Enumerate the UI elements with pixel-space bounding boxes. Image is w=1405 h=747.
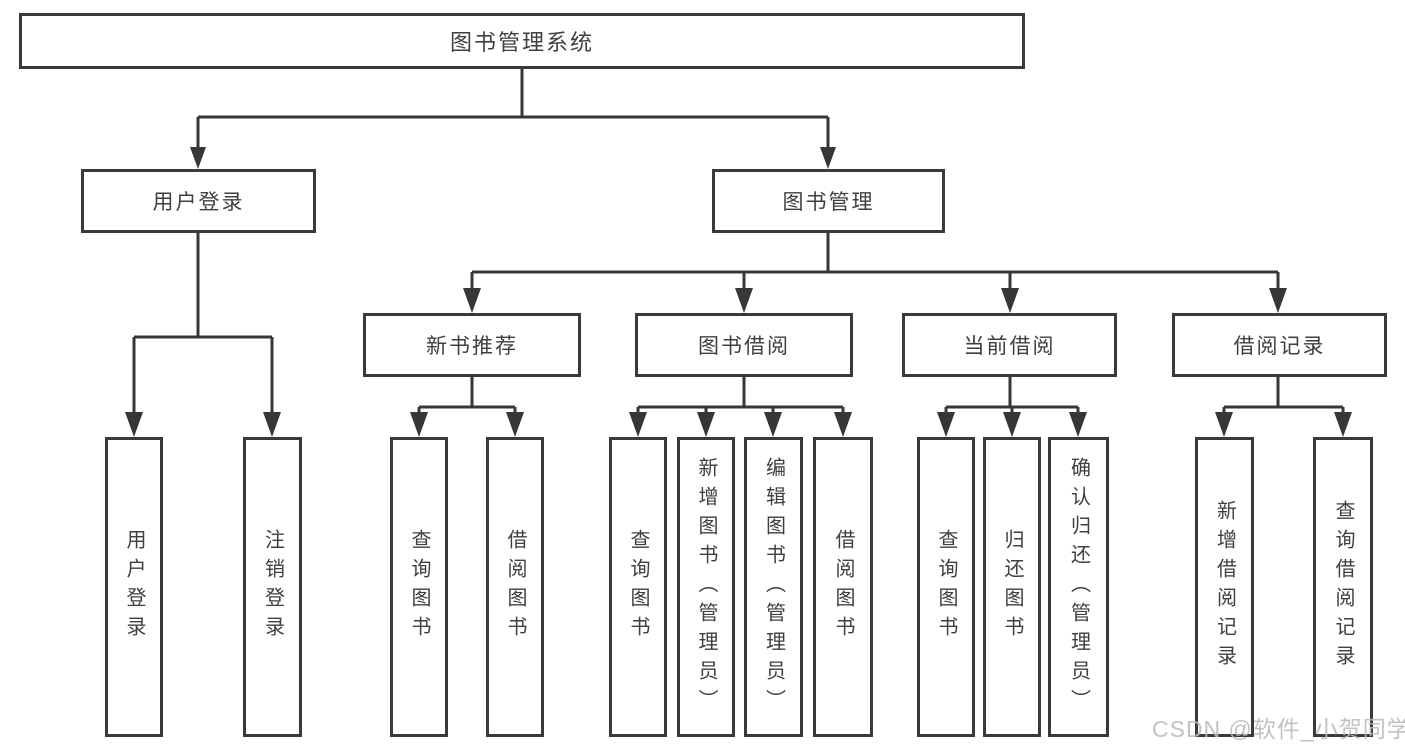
connector-current-borrow-group [937,377,1087,437]
node-query-borrow-record: 查询借阅记录 [1313,437,1373,737]
connector-root-group [190,69,836,169]
node-add-borrow-record: 新增借阅记录 [1195,437,1254,737]
node-borrow-records: 借阅记录 [1172,313,1387,377]
node-borrow-books-recommend: 借阅图书 [486,437,544,737]
node-query-books-recommend: 查询图书 [390,437,448,737]
node-query-books-current: 查询图书 [917,437,975,737]
node-edit-book-admin: 编辑图书（管理员） [744,437,803,737]
connector-new-book-group [410,377,524,437]
node-book-management: 图书管理 [712,169,945,233]
connector-book-management-group [463,233,1287,313]
node-new-book-recommend: 新书推荐 [363,313,581,377]
node-user-login: 用户登录 [81,169,316,233]
node-borrow-books-leaf: 借阅图书 [813,437,873,737]
connector-book-borrow-group [629,377,852,437]
node-add-book-admin: 新增图书（管理员） [677,437,735,737]
node-book-borrow: 图书借阅 [635,313,853,377]
node-return-books: 归还图书 [983,437,1041,737]
node-logout-leaf: 注销登录 [243,437,302,737]
watermark: CSDN @软件_小贺同学 [1152,716,1405,742]
node-query-books-borrow: 查询图书 [609,437,667,737]
node-user-login-leaf: 用户登录 [105,437,163,737]
node-confirm-return-admin: 确认归还（管理员） [1048,437,1109,737]
node-current-borrow: 当前借阅 [902,313,1117,377]
connector-borrow-records-group [1215,377,1352,437]
node-library-system: 图书管理系统 [19,13,1025,69]
connector-user-login-group [125,233,281,437]
